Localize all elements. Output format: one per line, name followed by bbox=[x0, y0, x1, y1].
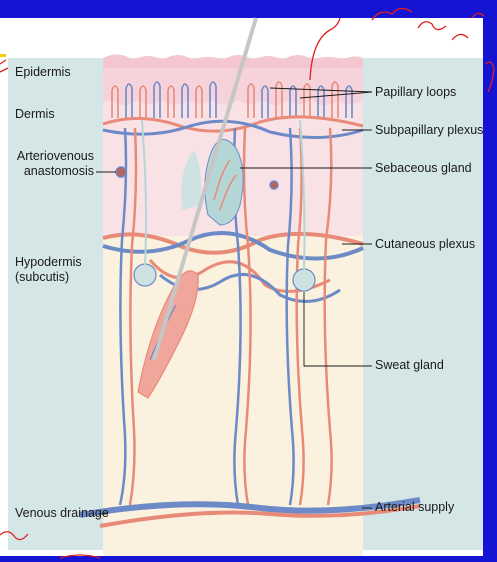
epidermis-surface bbox=[103, 54, 363, 68]
label-sebaceous-gland: Sebaceous gland bbox=[375, 161, 472, 175]
right-label-panel bbox=[363, 58, 483, 550]
label-dermis: Dermis bbox=[15, 107, 55, 121]
label-cutaneous-plexus: Cutaneous plexus bbox=[375, 237, 476, 251]
label-venous-drainage: Venous drainage bbox=[15, 506, 109, 520]
label-sweat-gland: Sweat gland bbox=[375, 358, 444, 372]
left-label-panel bbox=[8, 58, 103, 550]
papillary-loops bbox=[111, 81, 353, 118]
label-arteriovenous-anastomosis: Arteriovenous anastomosis bbox=[16, 149, 94, 178]
label-epidermis: Epidermis bbox=[15, 65, 71, 79]
label-arterial-supply: Arterial supply bbox=[375, 500, 455, 514]
pen-annotations bbox=[0, 7, 495, 559]
arterial-supply-trunk bbox=[99, 504, 421, 528]
label-papillary-loops: Papillary loops bbox=[375, 85, 457, 99]
yellow-mark bbox=[0, 54, 6, 57]
anastomosis-node-2 bbox=[269, 180, 279, 190]
sweat-gland-icon bbox=[133, 119, 316, 292]
label-hypodermis: Hypodermis (subcutis) bbox=[15, 255, 82, 284]
label-subpapillary-plexus: Subpapillary plexus bbox=[375, 123, 484, 137]
subpapillary-plexus bbox=[102, 115, 364, 139]
leader-lines bbox=[96, 87, 373, 515]
anastomosis-node bbox=[115, 166, 127, 178]
hair-shaft-icon bbox=[137, 17, 258, 399]
vertical-vessels bbox=[118, 127, 333, 506]
